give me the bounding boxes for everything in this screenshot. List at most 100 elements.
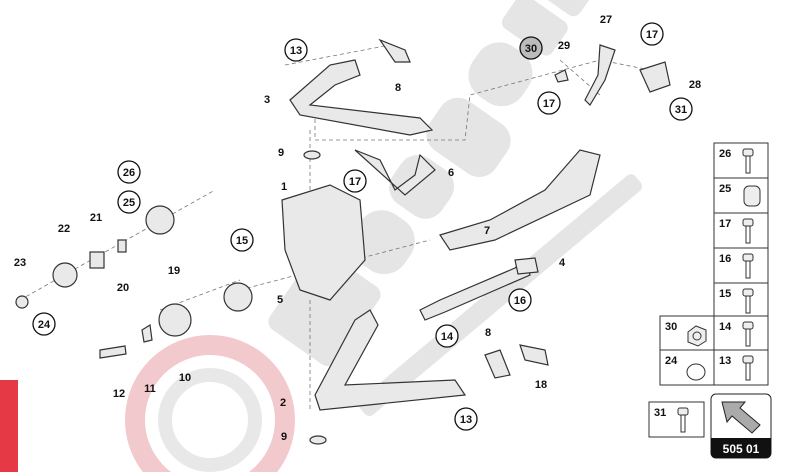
- callout-number: 17: [646, 29, 658, 41]
- callout-13[interactable]: 13: [284, 38, 308, 62]
- callout-27[interactable]: 27: [600, 14, 612, 26]
- callout-13[interactable]: 13: [454, 407, 478, 431]
- callout-number: 20: [117, 282, 129, 294]
- callout-12[interactable]: 12: [113, 388, 125, 400]
- lower-control-arm: [314, 309, 467, 411]
- callout-17[interactable]: 17: [343, 169, 367, 193]
- callout-11[interactable]: 11: [144, 383, 156, 395]
- hex-bolt-icon: [742, 355, 754, 381]
- hex-bolt-icon: [742, 321, 754, 347]
- bolt: [117, 239, 127, 253]
- callout-7[interactable]: 7: [484, 225, 490, 237]
- callout-15[interactable]: 15: [230, 228, 254, 252]
- wheel-carrier: [281, 184, 366, 301]
- callout-6[interactable]: 6: [448, 167, 454, 179]
- callout-9[interactable]: 9: [278, 147, 284, 159]
- drive-shaft: [439, 149, 601, 251]
- callout-26[interactable]: 26: [117, 160, 141, 184]
- callout-number: 19: [168, 265, 180, 277]
- joint-4: [514, 257, 539, 275]
- callout-22[interactable]: 22: [58, 223, 70, 235]
- legend-item-30[interactable]: 30: [665, 321, 707, 347]
- callout-number: 14: [441, 331, 454, 343]
- legend-number: 15: [719, 288, 731, 300]
- callout-number: 2: [280, 397, 286, 409]
- callout-8[interactable]: 8: [485, 327, 491, 339]
- callout-number: 17: [543, 98, 555, 110]
- callout-number: 18: [535, 379, 547, 391]
- callout-2[interactable]: 2: [280, 397, 286, 409]
- sleeve: [89, 251, 105, 269]
- bolt-12: [99, 345, 127, 359]
- callout-28[interactable]: 28: [689, 79, 701, 91]
- link-27: [584, 44, 616, 106]
- bearing: [223, 282, 253, 312]
- callout-30[interactable]: 30: [519, 36, 543, 60]
- callout-1[interactable]: 1: [281, 181, 287, 193]
- socket-bolt-icon: [742, 288, 754, 314]
- callout-31[interactable]: 31: [669, 97, 693, 121]
- callout-number: 13: [290, 45, 302, 57]
- callout-4[interactable]: 4: [559, 257, 566, 269]
- callout-number: 9: [281, 431, 287, 443]
- callout-23[interactable]: 23: [14, 257, 26, 269]
- page-number: 505 01: [723, 442, 760, 456]
- socket-bolt-icon: [742, 253, 754, 279]
- callout-number: 12: [113, 388, 125, 400]
- arrow-icon: [721, 401, 761, 434]
- callout-5[interactable]: 5: [277, 294, 283, 306]
- callout-number: 28: [689, 79, 701, 91]
- callout-21[interactable]: 21: [90, 212, 102, 224]
- legend-item-16[interactable]: 16: [719, 253, 754, 279]
- legend-item-17[interactable]: 17: [719, 218, 754, 244]
- callout-8[interactable]: 8: [395, 82, 401, 94]
- legend-item-31[interactable]: 31: [654, 407, 689, 433]
- callout-circle: [230, 228, 254, 252]
- callout-number: 10: [179, 372, 191, 384]
- callout-3[interactable]: 3: [264, 94, 270, 106]
- screw-flat-head-icon: [742, 218, 754, 244]
- callout-24[interactable]: 24: [32, 312, 56, 336]
- callout-number: 16: [514, 295, 526, 307]
- legend-item-24[interactable]: 24: [665, 355, 706, 381]
- callout-circle: [117, 190, 141, 214]
- callout-circle: [508, 288, 532, 312]
- legend-item-26[interactable]: 26: [719, 148, 754, 174]
- legend-item-25[interactable]: 25: [719, 183, 761, 207]
- legend-number: 17: [719, 218, 731, 230]
- brake-disc: [52, 262, 78, 288]
- callout-18[interactable]: 18: [535, 379, 547, 391]
- callout-circle: [669, 97, 693, 121]
- ring-icon: [686, 363, 706, 381]
- callout-29[interactable]: 29: [558, 40, 570, 52]
- callout-number: 7: [484, 225, 490, 237]
- callout-10[interactable]: 10: [179, 372, 191, 384]
- fastener-legend: 26 25 17 16 15 14 13 30 24 31 505 01: [648, 142, 772, 459]
- callout-number: 6: [448, 167, 454, 179]
- callout-number: 23: [14, 257, 26, 269]
- callout-number: 8: [485, 327, 491, 339]
- callout-number: 17: [349, 176, 361, 188]
- callout-number: 1: [281, 181, 287, 193]
- callout-number: 27: [600, 14, 612, 26]
- callout-number: 31: [675, 104, 687, 116]
- callout-number: 25: [123, 197, 135, 209]
- cap-9b: [309, 435, 327, 445]
- legend-item-14[interactable]: 14: [719, 321, 754, 347]
- callout-number: 26: [123, 167, 135, 179]
- callout-17[interactable]: 17: [640, 22, 664, 46]
- callout-25[interactable]: 25: [117, 190, 141, 214]
- callout-9[interactable]: 9: [281, 431, 287, 443]
- page-reference-button[interactable]: 505 01: [710, 393, 772, 459]
- nut-icon: [687, 325, 707, 347]
- callout-14[interactable]: 14: [435, 324, 459, 348]
- bracket-28: [639, 61, 671, 93]
- legend-item-13[interactable]: 13: [719, 355, 754, 381]
- callout-number: 11: [144, 383, 156, 395]
- callout-19[interactable]: 19: [168, 265, 180, 277]
- legend-item-15[interactable]: 15: [719, 288, 754, 314]
- callout-16[interactable]: 16: [508, 288, 532, 312]
- callout-20[interactable]: 20: [117, 282, 129, 294]
- callout-17[interactable]: 17: [537, 91, 561, 115]
